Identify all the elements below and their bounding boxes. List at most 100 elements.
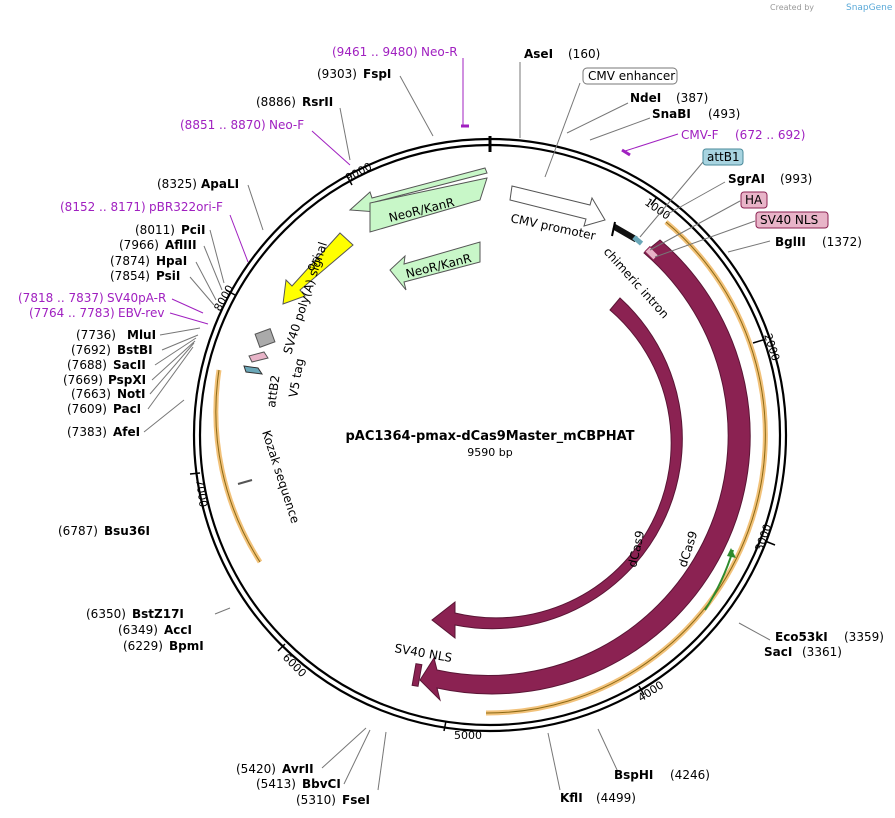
sv40-nls-box-leader: [654, 220, 756, 258]
primer-mark-cmv-f: [621, 148, 631, 157]
site-pcii-pos: (8011): [135, 223, 175, 237]
site-fspi-name: FspI: [363, 67, 391, 81]
tick-7000-label: 7000: [193, 479, 210, 509]
site-leader-mlui: [159, 327, 201, 336]
ha-leader: [649, 200, 741, 251]
site-bbvci-name: BbvCI: [302, 777, 341, 791]
site-leader-hpai: [195, 261, 217, 301]
site-sgrai-name: SgrAI: [728, 172, 765, 186]
site-bsu36i-name: Bsu36I: [104, 524, 150, 538]
site-apali-name: ApaLI: [201, 177, 239, 191]
primer-leader-sv40pa-r: [171, 298, 204, 314]
site-acci-name: AccI: [164, 623, 192, 637]
site-leader-bglii: [727, 240, 771, 253]
site-bsphi-pos: (4246): [670, 768, 710, 782]
sv40-nls-inner-label: SV40 NLS: [393, 641, 453, 665]
primer-cmv-f-name: CMV-F: [681, 128, 719, 142]
dcas9-inner-feature: [431, 297, 683, 640]
site-bglii-pos: (1372): [822, 235, 862, 249]
orf-highlight-left-line: [215, 369, 261, 563]
site-avrii-name: AvrII: [282, 762, 314, 776]
kozak-mark: [237, 479, 253, 485]
primer-sv40pa-r-name: SV40pA-R: [107, 291, 166, 305]
site-leader-bstz17i: [214, 607, 231, 615]
primer-leader-cmv-f: [624, 133, 679, 152]
site-bstbi-name: BstBI: [117, 343, 153, 357]
site-eco53ki-name: Eco53kI: [775, 630, 828, 644]
site-bbvci-pos: (5413): [256, 777, 296, 791]
primer-leader-neo-f: [311, 130, 351, 166]
attb1-label: attB1: [707, 150, 740, 164]
sv40-nls-box: [755, 211, 829, 229]
site-leader-fsei: [377, 731, 387, 791]
site-bstz17i-pos: (6350): [86, 607, 126, 621]
primer-ebv-rev-name: EBV-rev: [118, 306, 164, 320]
sv40-nls-inner-mark: [411, 663, 423, 687]
site-bpmi-pos: (6229): [123, 639, 163, 653]
site-leader-pcii: [209, 229, 225, 284]
primer-sv40pa-r-range: (7818 .. 7837): [18, 291, 104, 305]
site-leader-avrii: [321, 727, 367, 769]
site-leader-noti: [149, 342, 195, 395]
tick-6000-label: 6000: [280, 651, 309, 680]
site-afei-name: AfeI: [113, 425, 140, 439]
attb2-label: attB2: [264, 374, 282, 408]
site-leader-kfli: [547, 732, 561, 791]
site-mlui-name: MluI: [127, 328, 156, 342]
credit-brand: SnapGene: [846, 3, 893, 13]
site-rsrii-name: RsrII: [302, 95, 333, 109]
tick-2000: [752, 339, 764, 344]
attb1-mark: [632, 235, 644, 246]
tick-6000: [277, 643, 286, 652]
primer-cmv-f-range: (672 .. 692): [735, 128, 805, 142]
neor-inner-feature: [389, 241, 481, 291]
site-leader-bstbi: [161, 334, 199, 351]
site-acci-pos: (6349): [118, 623, 158, 637]
primer-ebv-rev-range: (7764 .. 7783): [29, 306, 115, 320]
cmv-enhancer-label: CMV enhancer: [588, 69, 675, 83]
site-mlui-pos: (7736): [76, 328, 116, 342]
primer-leader-ebv-rev: [169, 312, 209, 325]
dcas9-outer-feature: [419, 239, 751, 702]
primer-neo-f-name: Neo-F: [269, 118, 304, 132]
site-afliii-name: AflIII: [165, 238, 197, 252]
site-leader-afei: [143, 399, 185, 433]
v5-tag-feature: [248, 351, 269, 363]
site-ndei-pos: (387): [676, 91, 708, 105]
credit-prefix: Created by: [770, 3, 814, 12]
ori-feature: [282, 232, 354, 305]
site-bstbi-pos: (7692): [71, 343, 111, 357]
site-sacii-pos: (7688): [67, 358, 107, 372]
site-paci-name: PacI: [113, 402, 141, 416]
site-apali-pos: (8325): [157, 177, 197, 191]
site-rsrii-pos: (8886): [256, 95, 296, 109]
tick-7000: [189, 472, 201, 475]
site-hpai-pos: (7874): [110, 254, 150, 268]
site-pspxi-pos: (7669): [63, 373, 103, 387]
site-bsphi-name: BspHI: [614, 768, 653, 782]
site-fsei-name: FseI: [342, 793, 370, 807]
chimeric-intron-feature: [612, 223, 638, 243]
site-kfli-name: KflI: [560, 791, 583, 805]
site-asei-name: AseI: [524, 47, 553, 61]
site-leader-afliii: [203, 245, 223, 291]
site-leader-snabi: [589, 117, 651, 141]
tick-9000: [346, 175, 353, 186]
site-bglii-name: BglII: [775, 235, 806, 249]
site-ndei-name: NdeI: [630, 91, 661, 105]
primer-neo-r-name: Neo-R: [421, 45, 458, 59]
primer-pbr322ori-f-range: (8152 .. 8171): [60, 200, 146, 214]
site-psii-pos: (7854): [110, 269, 150, 283]
site-snabi-pos: (493): [708, 107, 740, 121]
site-bsu36i-pos: (6787): [58, 524, 98, 538]
chimeric-intron-cap: [611, 221, 616, 237]
site-psii-name: PsiI: [156, 269, 180, 283]
plasmid-length: 9590 bp: [467, 446, 512, 459]
site-afei-pos: (7383): [67, 425, 107, 439]
tick-3000: [764, 540, 776, 546]
tick-8000: [225, 289, 236, 296]
site-leader-sgrai: [665, 181, 726, 216]
site-leader-rsrii: [339, 107, 351, 161]
site-leader-ndei: [566, 102, 629, 134]
site-sgrai-pos: (993): [780, 172, 812, 186]
